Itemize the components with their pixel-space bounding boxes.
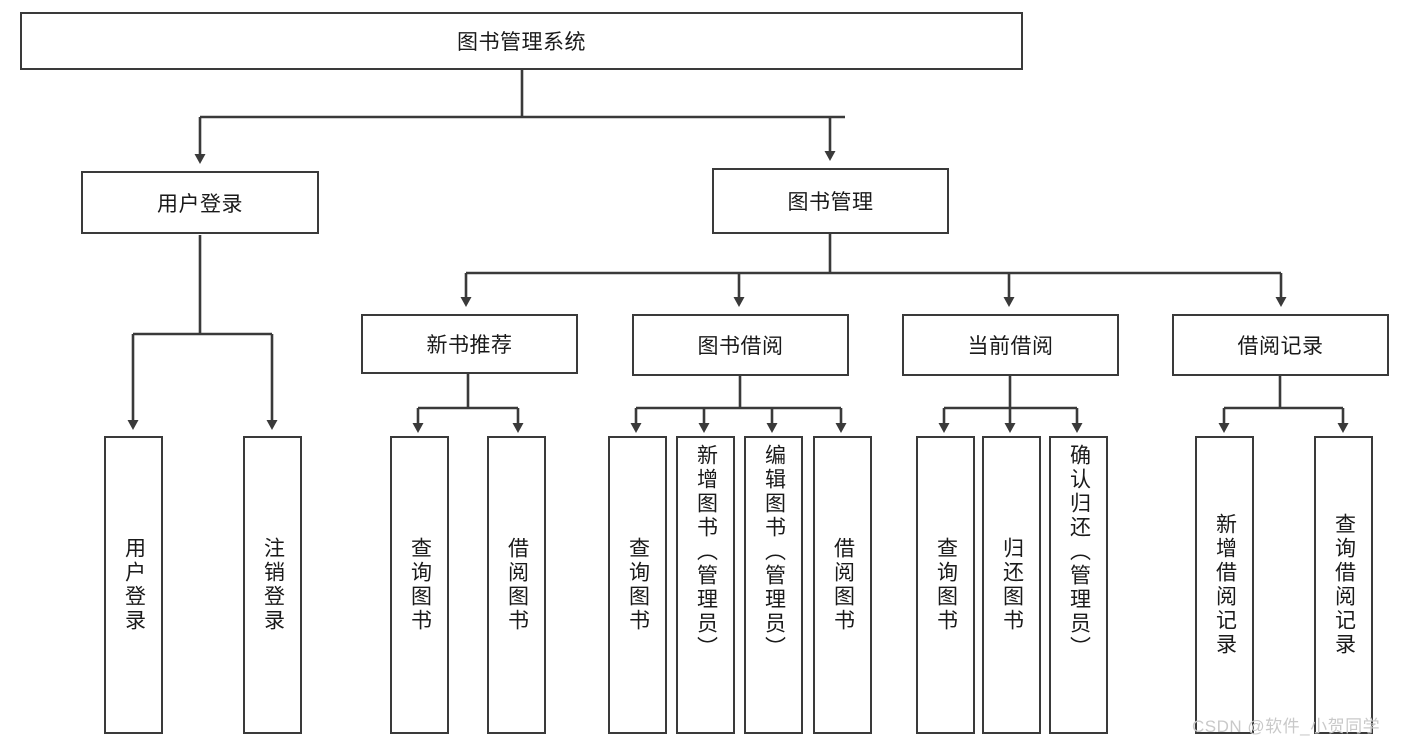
- node-label: 新增借阅记录: [1213, 513, 1237, 657]
- leaf-borrow-books-borrowing[interactable]: 借阅图书: [813, 436, 872, 734]
- leaf-confirm-return-admin[interactable]: 确认归还（管理员）: [1049, 436, 1108, 734]
- leaf-add-borrow-record[interactable]: 新增借阅记录: [1195, 436, 1254, 734]
- node-user-login[interactable]: 用户登录: [81, 171, 319, 234]
- node-label: 查询借阅记录: [1332, 513, 1356, 657]
- node-label: 图书借阅: [697, 335, 784, 358]
- leaf-query-books-borrowing[interactable]: 查询图书: [608, 436, 667, 734]
- node-label: 编辑图书（管理员）: [762, 444, 786, 660]
- node-label: 确认归还（管理员）: [1067, 444, 1091, 660]
- node-new-book-recommendation[interactable]: 新书推荐: [361, 314, 578, 374]
- node-label: 归还图书: [1000, 537, 1024, 633]
- leaf-query-books-recommendation[interactable]: 查询图书: [390, 436, 449, 734]
- leaf-edit-book-admin[interactable]: 编辑图书（管理员）: [744, 436, 803, 734]
- node-current-borrowing[interactable]: 当前借阅: [902, 314, 1119, 376]
- node-label: 借阅记录: [1237, 335, 1324, 358]
- node-label: 查询图书: [626, 537, 650, 633]
- node-book-management[interactable]: 图书管理: [712, 168, 949, 234]
- node-borrow-records[interactable]: 借阅记录: [1172, 314, 1389, 376]
- node-label: 查询图书: [408, 537, 432, 633]
- node-book-borrowing[interactable]: 图书借阅: [632, 314, 849, 376]
- leaf-query-borrow-record[interactable]: 查询借阅记录: [1314, 436, 1373, 734]
- node-label: 新书推荐: [426, 334, 513, 357]
- leaf-borrow-books-recommendation[interactable]: 借阅图书: [487, 436, 546, 734]
- leaf-add-book-admin[interactable]: 新增图书（管理员）: [676, 436, 735, 734]
- node-label: 借阅图书: [831, 537, 855, 633]
- node-label: 用户登录: [157, 192, 243, 216]
- leaf-logout[interactable]: 注销登录: [243, 436, 302, 734]
- leaf-user-login[interactable]: 用户登录: [104, 436, 163, 734]
- node-label: 图书管理系统: [457, 31, 586, 54]
- node-label: 查询图书: [934, 537, 958, 633]
- node-label: 当前借阅: [967, 335, 1054, 358]
- watermark: CSDN @软件_小贺同学: [1192, 717, 1381, 736]
- node-label: 图书管理: [787, 191, 874, 214]
- node-root-system[interactable]: 图书管理系统: [20, 12, 1023, 70]
- node-label: 用户登录: [122, 537, 146, 633]
- leaf-return-books[interactable]: 归还图书: [982, 436, 1041, 734]
- node-label: 借阅图书: [505, 537, 529, 633]
- node-label: 注销登录: [261, 537, 285, 633]
- leaf-query-books-current[interactable]: 查询图书: [916, 436, 975, 734]
- node-label: 新增图书（管理员）: [694, 444, 718, 660]
